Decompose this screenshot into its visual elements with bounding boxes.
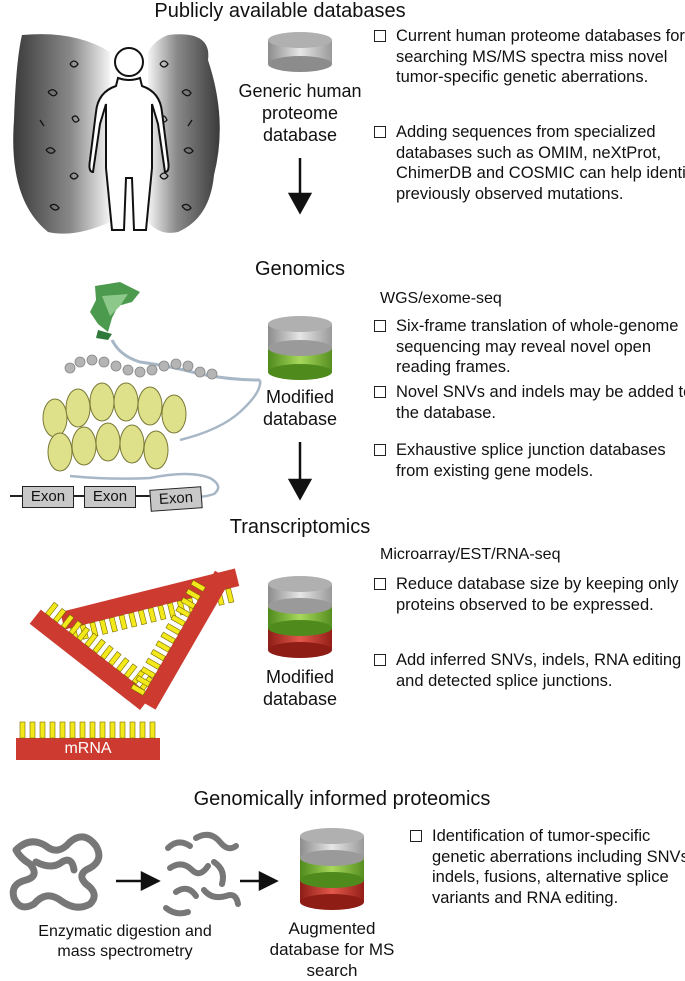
human-silhouette	[88, 47, 170, 231]
bullet-checkbox	[374, 126, 386, 138]
heading-transcriptomics: Transcriptomics	[229, 516, 371, 538]
augmented-database-cylinder	[300, 828, 364, 910]
bullet-genomics-1: Six-frame translation of whole-genome se…	[374, 316, 685, 378]
bullet-transcriptomics-2: Add inferred SNVs, indels, RNA editing a…	[374, 650, 685, 691]
exon-box-1: Exon	[22, 486, 74, 508]
genomics-database-label: Modified database	[262, 387, 338, 429]
bullet-checkbox	[374, 444, 386, 456]
bullet-text: Add inferred SNVs, indels, RNA editing a…	[396, 651, 682, 690]
bullet-genomics-2: Novel SNVs and indels may be added to th…	[374, 382, 685, 423]
dna-strand	[110, 339, 261, 382]
digestion-label: Enzymatic digestion and mass spectrometr…	[38, 923, 212, 960]
bullet-checkbox	[374, 30, 386, 42]
generic-database-label: Generic human proteome database	[238, 81, 362, 145]
subheading-wgs-exome-seq: WGS/exome-seq	[380, 290, 502, 307]
exon-box-3: Exon	[149, 486, 203, 512]
peptide-fragments-illustration	[163, 831, 241, 917]
heading-public-databases: Publicly available databases	[154, 0, 406, 22]
bullet-text: Current human proteome databases for sea…	[396, 27, 685, 86]
bullet-proteomics-1: Identification of tumor-specific genetic…	[410, 826, 685, 908]
genomics-database-cylinder	[268, 316, 332, 380]
mrna-comb-3	[130, 570, 231, 710]
bullet-text: Adding sequences from specialized databa…	[396, 123, 685, 203]
mrna-comb-bottom	[16, 721, 160, 760]
chromosome-glyphs	[39, 60, 194, 211]
flow-arrows	[116, 158, 313, 892]
mrna-label: mRNA	[64, 740, 112, 757]
left-chromosome-panel	[13, 34, 110, 234]
bullet-public-1: Current human proteome databases for sea…	[374, 26, 685, 88]
mrna-comb-2	[29, 601, 154, 710]
dna-tail	[69, 379, 262, 498]
subheading-microarray-rna-seq: Microarray/EST/RNA-seq	[380, 546, 561, 563]
augmented-database-label: Augmented database for MS search	[269, 919, 395, 980]
bullet-checkbox	[374, 320, 386, 332]
right-chromosome-panel	[148, 34, 220, 233]
bullet-checkbox	[374, 654, 386, 666]
transcriptomics-database-label: Modified database	[262, 667, 338, 709]
bullet-text: Novel SNVs and indels may be added to th…	[396, 383, 685, 422]
dna-chromatin-illustration	[10, 282, 262, 498]
nucleosome-beads	[64, 354, 218, 380]
bullet-text: Exhaustive splice junction databases fro…	[396, 441, 666, 480]
bullet-genomics-3: Exhaustive splice junction databases fro…	[374, 440, 685, 481]
chromatin-coils	[42, 382, 187, 472]
heading-genomically-informed-proteomics: Genomically informed proteomics	[193, 788, 491, 810]
human-chromosome-illustration	[13, 34, 220, 234]
intact-protein-illustration	[9, 833, 103, 911]
transcriptomics-database-cylinder	[268, 576, 332, 658]
protein-structure	[90, 282, 140, 340]
bullet-checkbox	[374, 578, 386, 590]
bullet-text: Reduce database size by keeping only pro…	[396, 575, 679, 614]
bullet-checkbox	[374, 386, 386, 398]
bullet-text: Identification of tumor-specific genetic…	[432, 827, 685, 907]
bullet-text: Six-frame translation of whole-genome se…	[396, 317, 679, 376]
bullet-transcriptomics-1: Reduce database size by keeping only pro…	[374, 574, 685, 615]
bullet-public-2: Adding sequences from specialized databa…	[374, 122, 685, 204]
heading-genomics: Genomics	[254, 258, 346, 280]
generic-database-cylinder	[268, 32, 332, 72]
bullet-checkbox	[410, 830, 422, 842]
exon-box-2: Exon	[84, 486, 136, 508]
mrna-illustration	[16, 568, 240, 760]
